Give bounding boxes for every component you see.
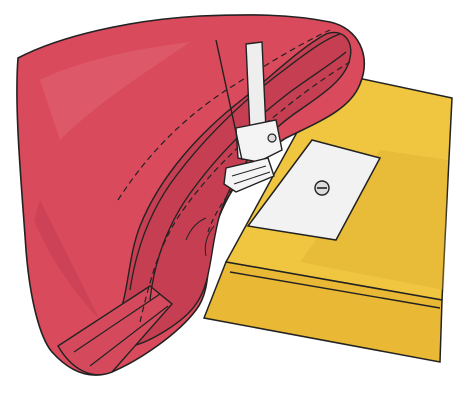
screw-icon <box>315 181 329 195</box>
presser-bar <box>246 42 266 132</box>
foot-screw <box>268 134 276 142</box>
